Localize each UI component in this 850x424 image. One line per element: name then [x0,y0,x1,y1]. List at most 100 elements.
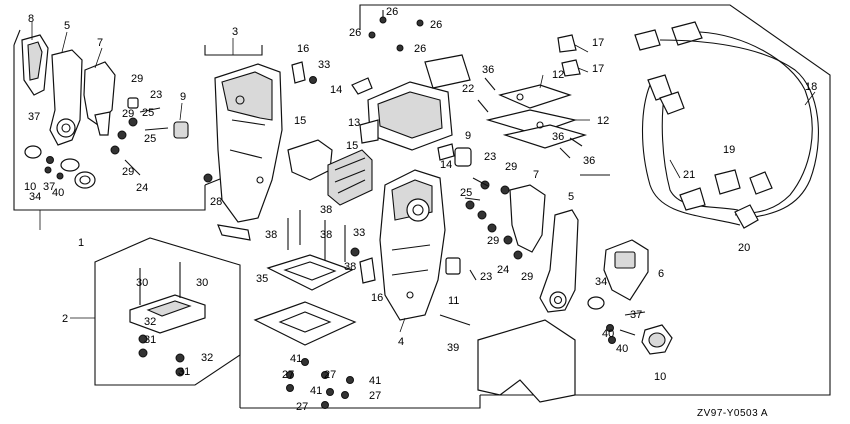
callout-label: 40 [602,328,614,340]
callout-label: 29 [122,166,134,178]
callout-label: 26 [430,19,442,31]
callout-label: 41 [290,353,302,365]
callout-label: 15 [294,115,306,127]
callout-label: 27 [296,401,308,413]
callout-label: 7 [533,169,539,181]
box-2 [94,237,241,386]
callout-label: 27 [282,369,294,381]
callout-label: 22 [462,83,474,95]
callout-label: 17 [592,63,604,75]
leader-lines [31,22,816,333]
caps-17 [557,34,581,77]
callout-label: 18 [805,81,817,93]
callout-label: 9 [465,130,471,142]
callout-label: 23 [484,151,496,163]
callout-label: 29 [122,108,134,120]
callout-label: 29 [487,235,499,247]
callout-label: 13 [348,117,360,129]
callout-label: 40 [52,187,64,199]
callout-label: 40 [616,343,628,355]
callout-label: 38 [344,261,356,273]
callout-label: 2 [62,313,68,325]
callout-label: 37 [630,309,642,321]
bolts-36 [477,77,583,159]
callout-label: 25 [460,187,472,199]
callout-label: 29 [131,73,143,85]
callout-label: 29 [521,271,533,283]
housing-4 [379,169,446,321]
gasket-35 [253,254,357,346]
callout-label: 6 [658,268,664,280]
callout-label: 27 [369,390,381,402]
callout-label: 27 [324,369,336,381]
gasket-15 [287,139,373,206]
callout-label: 15 [346,140,358,152]
left-lever-group [21,34,116,189]
right-cover-group [587,239,673,355]
callout-label: 26 [386,6,398,18]
callout-label: 4 [398,336,404,348]
callout-label: 14 [440,159,452,171]
cover-13 [351,10,471,151]
callout-label: 36 [482,64,494,76]
callout-label: 16 [297,43,309,55]
callout-label: 14 [330,84,342,96]
callout-label: 10 [654,371,666,383]
callout-label: 29 [505,161,517,173]
housing-3 [203,45,283,241]
callout-label: 23 [480,271,492,283]
callout-label: 34 [29,191,41,203]
callout-label: 20 [738,242,750,254]
callout-label: 5 [64,20,70,32]
callout-label: 1 [78,237,84,249]
callout-label: 19 [723,144,735,156]
callout-label: 8 [28,13,34,25]
callout-label: 41 [369,375,381,387]
callout-label: 38 [320,204,332,216]
parts-11-39 [439,257,477,326]
callout-label: 3 [232,26,238,38]
callout-label: 7 [97,37,103,49]
callout-label: 38 [320,229,332,241]
callout-label: 23 [150,89,162,101]
callout-label: 34 [595,276,607,288]
callout-label: 36 [583,155,595,167]
callout-label: 10 [24,181,36,193]
callout-label: 26 [349,27,361,39]
left-hardware [110,97,189,176]
parts-9-14-mid [437,143,472,167]
callout-label: 12 [552,69,564,81]
callout-label: 36 [552,131,564,143]
bolts-38 [287,210,376,284]
callout-label: 41 [310,385,322,397]
right-lever-group [464,177,579,313]
callout-label: 32 [144,316,156,328]
callout-label: 28 [210,196,222,208]
callout-label: 37 [43,181,55,193]
callout-label: 33 [353,227,365,239]
harness-18 [634,21,819,229]
callout-label: 26 [414,43,426,55]
callout-label: 21 [683,169,695,181]
callout-label: 25 [144,133,156,145]
callout-label: 12 [597,115,609,127]
callout-label: 11 [448,295,459,307]
bracket-12 [485,84,588,149]
callout-label: 5 [568,191,574,203]
callout-label: 30 [136,277,148,289]
callout-label: 35 [256,273,268,285]
callout-label: 24 [136,182,148,194]
callout-label: 16 [371,292,383,304]
callout-label: 37 [28,111,40,123]
callout-label: 25 [142,107,154,119]
callout-labels: 1234556778991010111212131414151516161717… [24,6,817,413]
callout-label: 39 [447,342,459,354]
callout-label: 33 [318,59,330,71]
washers-27-41 [286,358,354,409]
callout-label: 31 [178,366,190,378]
callout-label: 38 [265,229,277,241]
callout-label: 24 [497,264,509,276]
callout-label: 32 [201,352,213,364]
callout-label: 9 [180,91,186,103]
